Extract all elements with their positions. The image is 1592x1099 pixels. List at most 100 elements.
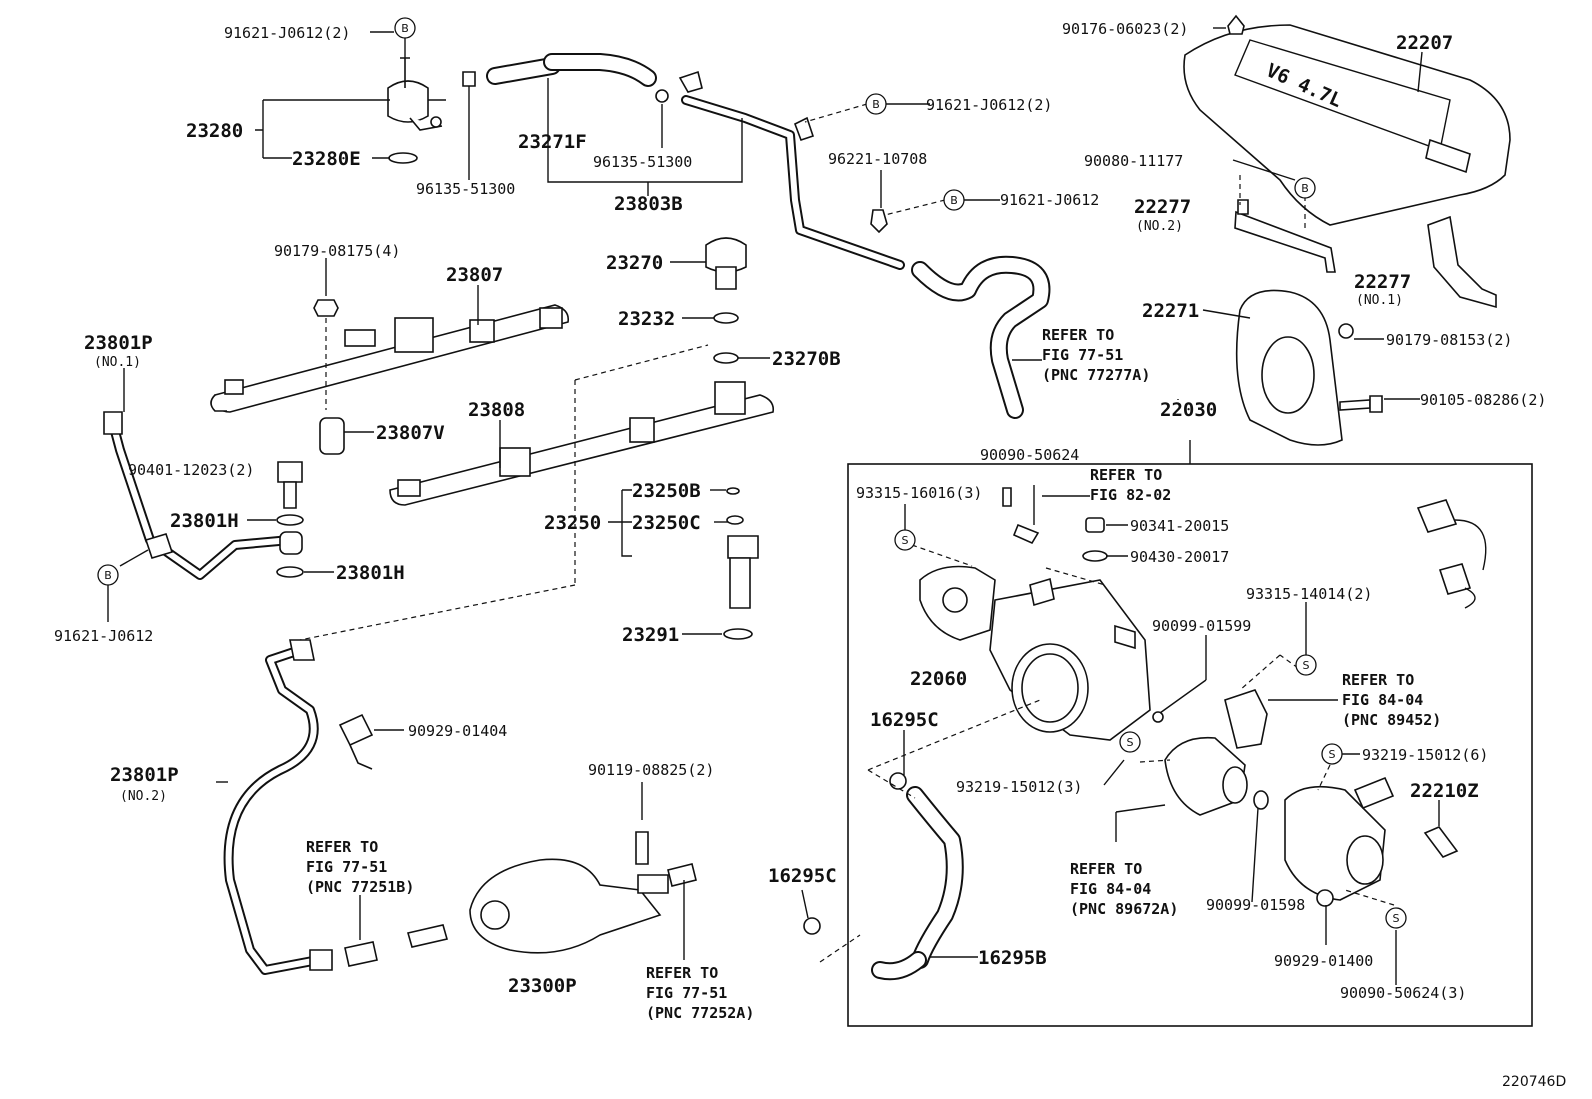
label-90341-20015: 90341-20015 bbox=[1130, 517, 1229, 535]
svg-text:S: S bbox=[1303, 659, 1310, 672]
label-90179-08175: 90179-08175(4) bbox=[274, 242, 400, 260]
svg-text:S: S bbox=[1127, 736, 1134, 749]
label-23250c: 23250C bbox=[632, 512, 701, 534]
svg-text:B: B bbox=[950, 194, 958, 207]
label-90099-01599: 90099-01599 bbox=[1152, 617, 1251, 635]
label-90119-08825: 90119-08825(2) bbox=[588, 761, 714, 779]
label-22277-no2: 22277 bbox=[1134, 196, 1191, 218]
marker-b-2: B bbox=[865, 93, 887, 115]
label-23803b: 23803B bbox=[614, 193, 683, 215]
part-labels: 91621-J0612(2) 23280 23280E 96135-51300 … bbox=[54, 20, 1566, 1090]
quick-connector-77251b bbox=[344, 924, 449, 967]
label-96135-51300-a: 96135-51300 bbox=[416, 180, 515, 198]
clip-96221 bbox=[870, 170, 888, 234]
label-16295c-a: 16295C bbox=[870, 709, 939, 731]
refer-82-02-line2: FIG 82-02 bbox=[1090, 486, 1171, 504]
label-96221-10708: 96221-10708 bbox=[828, 150, 927, 168]
nut-90179-08175 bbox=[313, 299, 339, 317]
refer-77-51-top-line3: (PNC 77277A) bbox=[1042, 366, 1150, 384]
refer-77-51-c-line2: FIG 77-51 bbox=[646, 984, 727, 1002]
label-90430-20017: 90430-20017 bbox=[1130, 548, 1229, 566]
marker-s-4: S bbox=[1321, 743, 1343, 765]
bracket-22277-no1 bbox=[1427, 215, 1497, 309]
refer-77-51-c-line3: (PNC 77252A) bbox=[646, 1004, 754, 1022]
bolt-90105 bbox=[1339, 395, 1383, 413]
label-16295b: 16295B bbox=[978, 947, 1047, 969]
connector-right bbox=[1416, 499, 1487, 609]
label-23807: 23807 bbox=[446, 264, 503, 286]
label-96135-51300-b: 96135-51300 bbox=[593, 153, 692, 171]
hose-clamp-left bbox=[462, 71, 476, 87]
label-23808: 23808 bbox=[468, 399, 525, 421]
label-23280: 23280 bbox=[186, 120, 243, 142]
label-22277-no1: 22277 bbox=[1354, 271, 1411, 293]
svg-text:S: S bbox=[902, 534, 909, 547]
label-93315-16016: 93315-16016(3) bbox=[856, 484, 982, 502]
label-23271f: 23271F bbox=[518, 131, 587, 153]
union-bolt-90401 bbox=[277, 461, 303, 509]
label-16295c-b: 16295C bbox=[768, 865, 837, 887]
refer-77-51-top-line2: FIG 77-51 bbox=[1042, 346, 1123, 364]
label-91621-j0612-mid: 91621-J0612 bbox=[1000, 191, 1099, 209]
throttle-body-22030 bbox=[989, 577, 1151, 741]
label-23270: 23270 bbox=[606, 252, 663, 274]
sensor-22210z bbox=[1423, 826, 1459, 858]
clip-90176 bbox=[1227, 14, 1245, 35]
label-no1-b: (NO.1) bbox=[94, 355, 141, 370]
clamp-90929-01404 bbox=[338, 713, 374, 770]
pulsation-damper-assembly bbox=[387, 57, 446, 131]
label-90179-08153: 90179-08153(2) bbox=[1386, 331, 1512, 349]
refer-77-51-b-line2: FIG 77-51 bbox=[306, 858, 387, 876]
label-22207: 22207 bbox=[1396, 32, 1453, 54]
idle-air-control-valve bbox=[1164, 736, 1248, 816]
label-23807v: 23807V bbox=[376, 422, 445, 444]
svg-text:S: S bbox=[1329, 748, 1336, 761]
svg-text:S: S bbox=[1393, 912, 1400, 925]
label-23801h-b: 23801H bbox=[336, 562, 405, 584]
refer-84-04-a-line1: REFER TO bbox=[1342, 671, 1414, 689]
hose-clamp-right bbox=[655, 89, 669, 103]
label-90099-01598: 90099-01598 bbox=[1206, 896, 1305, 914]
label-23300p: 23300P bbox=[508, 975, 577, 997]
label-no1-a: (NO.1) bbox=[1356, 293, 1403, 308]
marker-b-1: B bbox=[394, 17, 416, 39]
fuel-filter-23300p bbox=[469, 831, 697, 954]
vsv-assembly bbox=[1284, 776, 1395, 901]
label-23250b: 23250B bbox=[632, 480, 701, 502]
refer-77-51-c-line1: REFER TO bbox=[646, 964, 718, 982]
screw-90090-50624 bbox=[1002, 487, 1040, 545]
svg-text:B: B bbox=[401, 22, 409, 35]
refer-84-04-b-line3: (PNC 89672A) bbox=[1070, 900, 1178, 918]
label-23291: 23291 bbox=[622, 624, 679, 646]
label-23280e: 23280E bbox=[292, 148, 361, 170]
leader-lines bbox=[107, 27, 1440, 985]
label-23801h-a: 23801H bbox=[170, 510, 239, 532]
sensor-89452 bbox=[1224, 689, 1268, 749]
refer-84-04-a-line2: FIG 84-04 bbox=[1342, 691, 1423, 709]
marker-s-1: S bbox=[894, 529, 916, 551]
label-90176-06023: 90176-06023(2) bbox=[1062, 20, 1188, 38]
refer-84-04-a-line3: (PNC 89452) bbox=[1342, 711, 1441, 729]
insulator-23807v bbox=[319, 417, 345, 455]
label-22060: 22060 bbox=[910, 668, 967, 690]
label-91621-j0612-top: 91621-J0612(2) bbox=[224, 24, 350, 42]
label-91621-j0612-left: 91621-J0612 bbox=[54, 627, 153, 645]
refer-84-04-b-line2: FIG 84-04 bbox=[1070, 880, 1151, 898]
label-23232: 23232 bbox=[618, 308, 675, 330]
marker-s-5: S bbox=[1385, 907, 1407, 929]
figure-code: 220746D bbox=[1502, 1074, 1566, 1090]
svg-text:B: B bbox=[872, 98, 880, 111]
plug-90341 bbox=[1082, 517, 1108, 562]
fuel-rail-23807 bbox=[210, 304, 570, 413]
svg-text:B: B bbox=[104, 569, 112, 582]
label-no2-b: (NO.2) bbox=[120, 789, 167, 804]
pressure-damper-23270 bbox=[705, 237, 747, 364]
fuel-rail-23808 bbox=[389, 381, 775, 506]
label-22271: 22271 bbox=[1142, 300, 1199, 322]
label-90090-50624: 90090-50624 bbox=[980, 446, 1079, 464]
label-90401-12023: 90401-12023(2) bbox=[128, 461, 254, 479]
label-93219-15012-a: 93219-15012(3) bbox=[956, 778, 1082, 796]
label-91621-j0612-b2: 91621-J0612(2) bbox=[926, 96, 1052, 114]
throttle-position-sensor-22060 bbox=[919, 565, 996, 641]
